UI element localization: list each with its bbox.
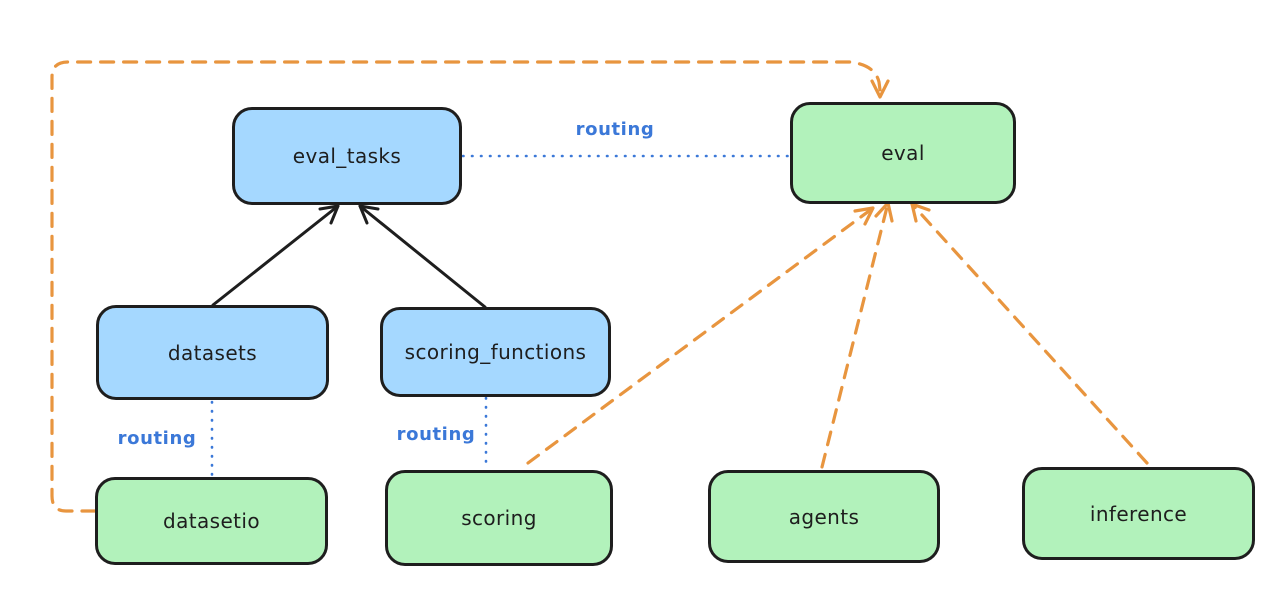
node-datasetio-label: datasetio xyxy=(162,509,260,533)
node-eval-tasks-label: eval_tasks xyxy=(292,144,402,168)
node-datasets-label: datasets xyxy=(167,340,258,365)
edge-datasets-eval-tasks xyxy=(211,204,340,307)
edge-label-routing-top: routing xyxy=(575,119,655,140)
edge-scoring-functions-eval-tasks xyxy=(358,204,487,309)
node-eval-label: eval xyxy=(881,141,925,165)
node-eval: eval xyxy=(790,102,1016,204)
node-inference: inference xyxy=(1022,467,1255,560)
arrowhead-scoring-eval xyxy=(853,206,875,226)
node-scoring-functions-label: scoring_functions xyxy=(404,340,587,364)
edge-agents-eval xyxy=(820,201,890,469)
edge-scoring-eval xyxy=(526,206,875,465)
arrowhead-datasetio-eval xyxy=(870,79,890,99)
node-scoring-functions: scoring_functions xyxy=(380,307,611,397)
node-agents-label: agents xyxy=(788,504,860,529)
node-datasetio: datasetio xyxy=(95,477,328,565)
edge-datasetio-eval-loop xyxy=(50,60,882,513)
node-inference-label: inference xyxy=(1089,501,1188,526)
node-scoring: scoring xyxy=(385,470,613,566)
node-datasets: datasets xyxy=(96,305,329,400)
arrowhead-inference-eval xyxy=(910,202,931,223)
node-eval-tasks: eval_tasks xyxy=(232,107,462,205)
node-scoring-label: scoring xyxy=(461,506,537,530)
edge-label-routing-mid: routing xyxy=(396,424,476,445)
arrowhead-scoring-functions-eval-tasks xyxy=(358,204,380,225)
edge-inference-eval xyxy=(910,202,1149,465)
node-agents: agents xyxy=(708,470,940,563)
arrowhead-datasets-eval-tasks xyxy=(318,204,340,225)
edge-label-routing-left: routing xyxy=(117,428,197,449)
